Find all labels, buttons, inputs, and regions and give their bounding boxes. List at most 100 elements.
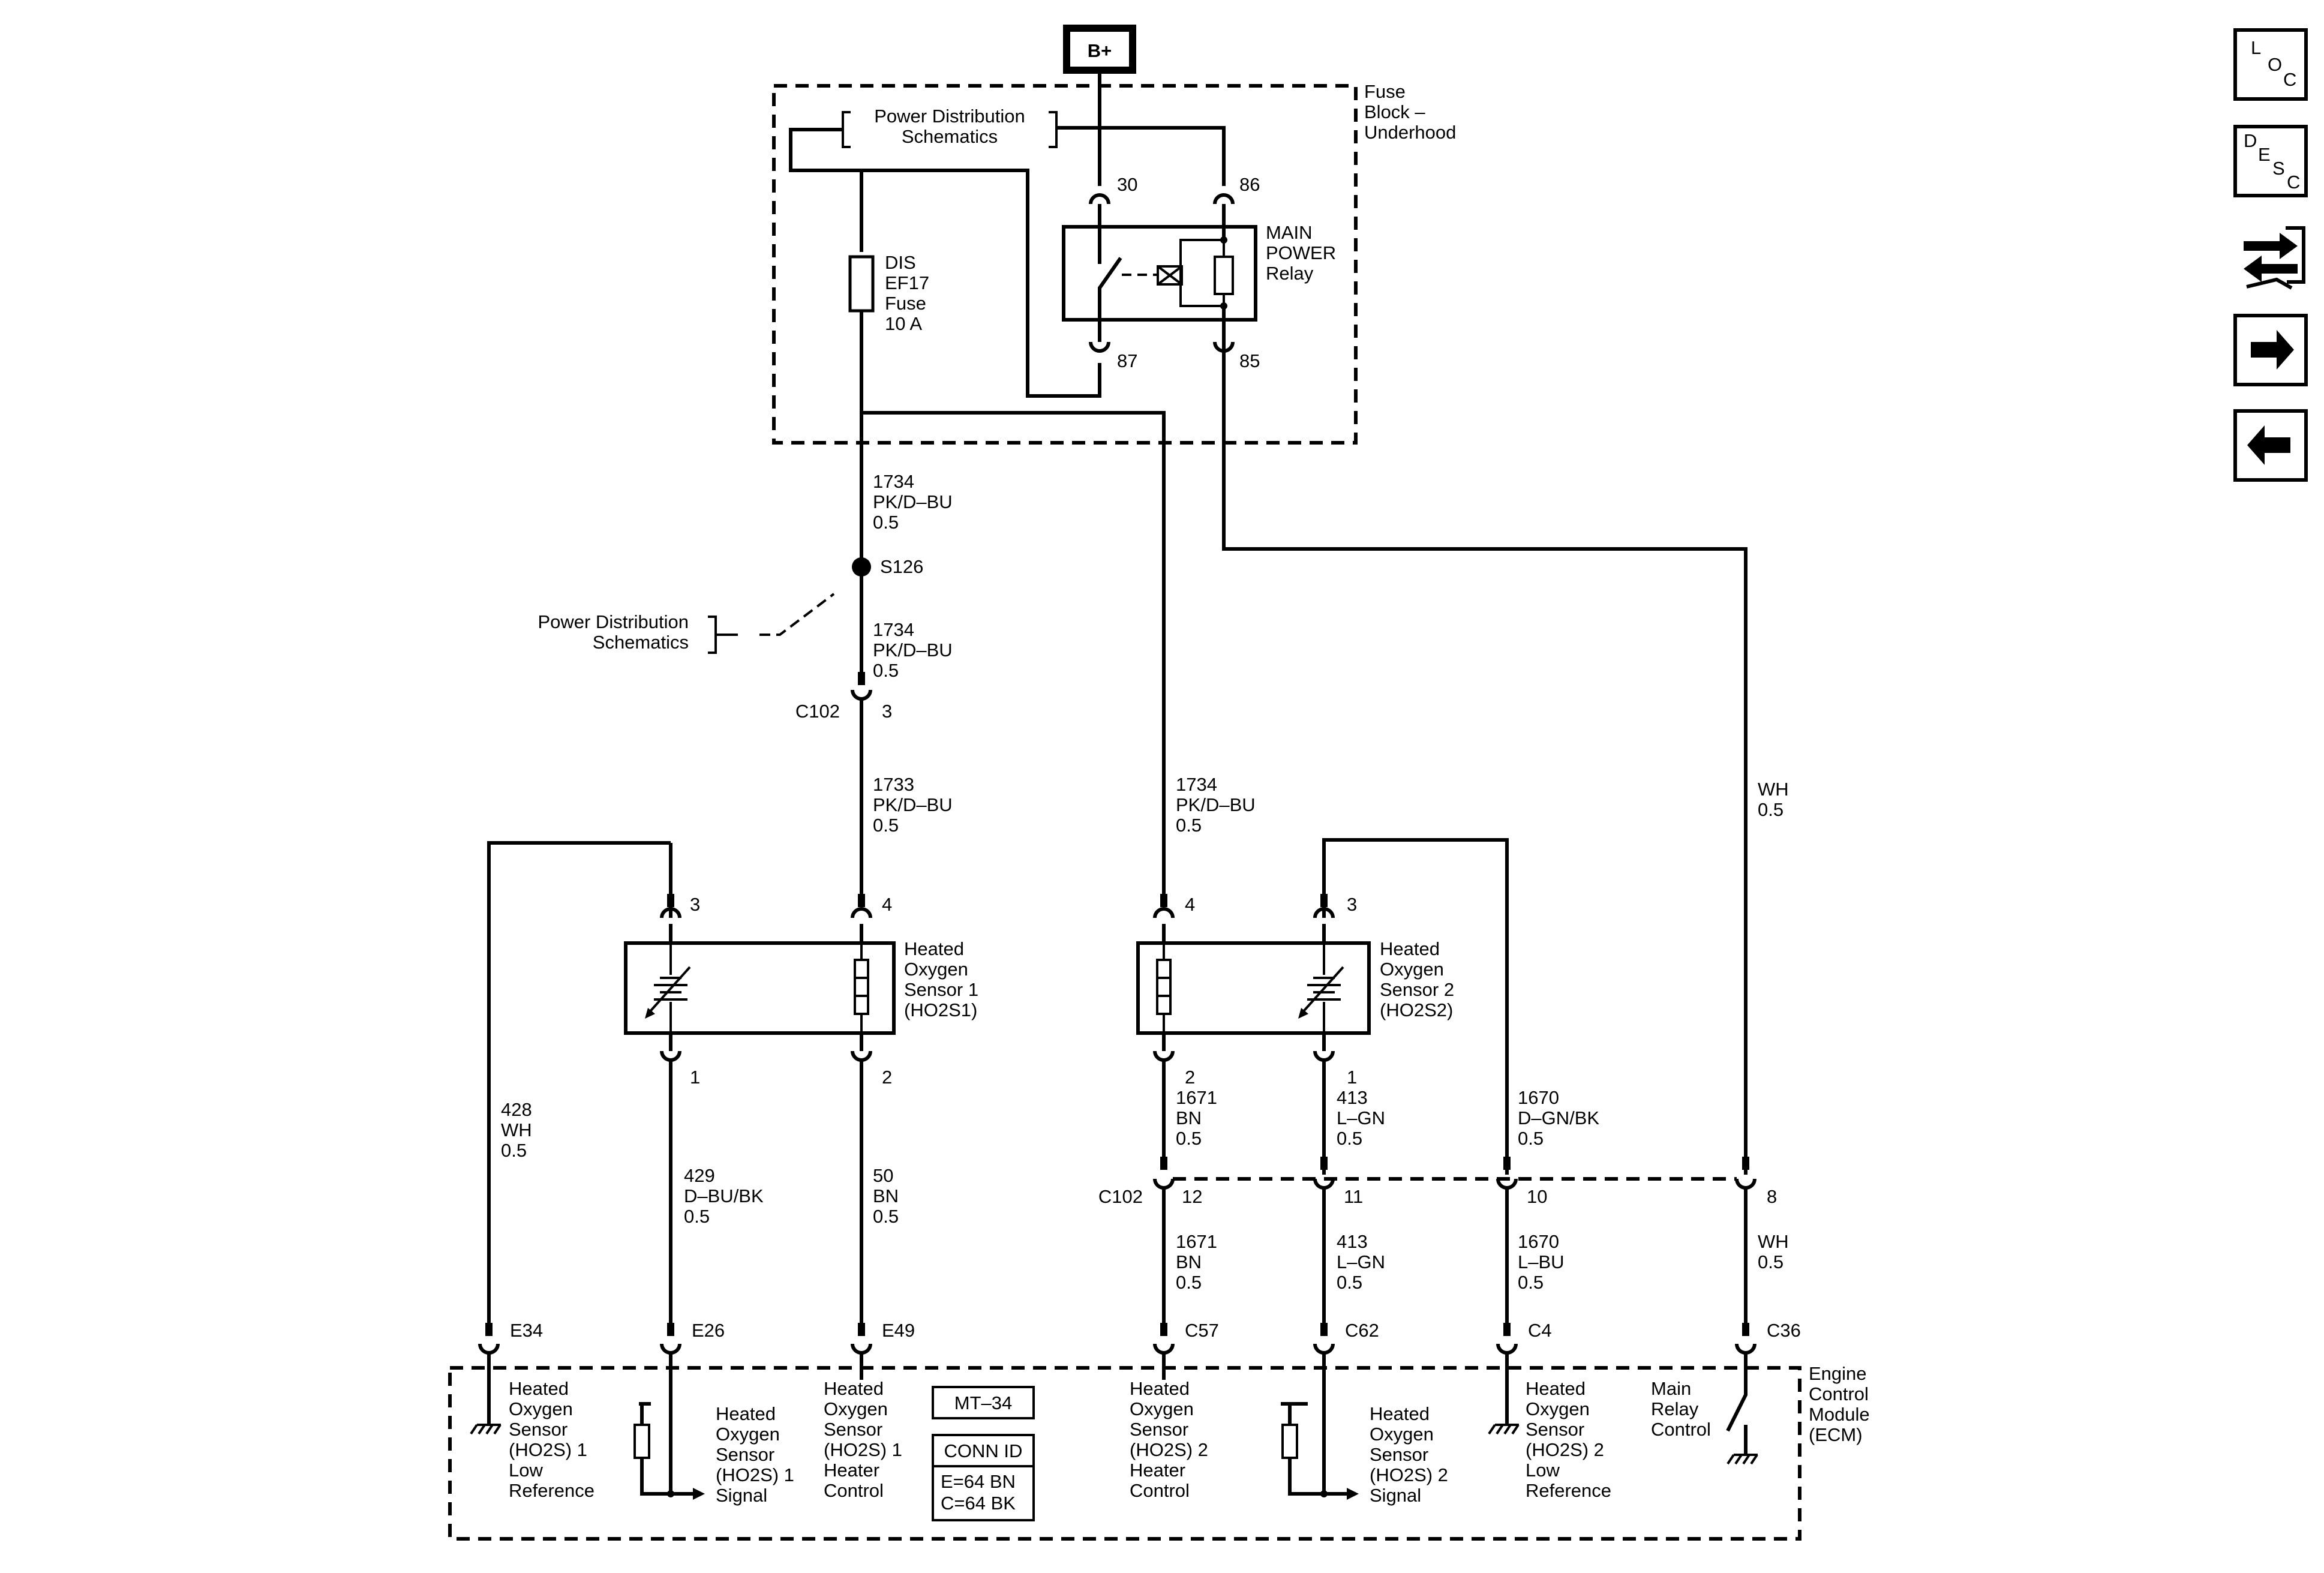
svg-text:C102: C102 <box>1098 1186 1143 1207</box>
svg-text:Signal: Signal <box>716 1485 767 1506</box>
svg-text:0.5: 0.5 <box>1518 1272 1544 1293</box>
loc-icon[interactable]: L O C <box>2233 28 2308 101</box>
svg-text:BN: BN <box>1176 1251 1202 1272</box>
svg-text:Relay: Relay <box>1651 1398 1699 1419</box>
svg-text:413: 413 <box>1337 1231 1368 1252</box>
s2-pin-2: 2 <box>1185 1067 1195 1088</box>
svg-text:Oxygen: Oxygen <box>1526 1398 1590 1419</box>
svg-text:Main: Main <box>1651 1378 1691 1399</box>
svg-text:Low: Low <box>1526 1460 1560 1481</box>
svg-text:Reference: Reference <box>509 1480 594 1501</box>
engine-control-module: Engine Control Module (ECM) <box>448 1363 1870 1541</box>
conn-id-box: CONN ID E=64 BN C=64 BK <box>932 1434 1035 1521</box>
s1-pin-2: 2 <box>882 1067 892 1088</box>
svg-text:1670: 1670 <box>1518 1087 1559 1108</box>
svg-text:429: 429 <box>684 1165 715 1186</box>
svg-text:8: 8 <box>1767 1186 1777 1207</box>
svg-text:413: 413 <box>1337 1087 1368 1108</box>
svg-text:0.5: 0.5 <box>1518 1128 1544 1149</box>
svg-text:12: 12 <box>1182 1186 1202 1207</box>
back-arrow-icon[interactable] <box>2233 409 2308 482</box>
svg-text:(HO2S) 2: (HO2S) 2 <box>1526 1439 1604 1460</box>
heated-oxygen-sensor-2: 4 3 2 1 Heated Oxygen Sensor 2 (HO2S2) <box>1136 838 1509 1175</box>
svg-text:(HO2S) 2: (HO2S) 2 <box>1370 1464 1448 1485</box>
svg-text:Heater: Heater <box>824 1460 879 1481</box>
svg-text:EF17: EF17 <box>885 272 929 293</box>
svg-text:Sensor: Sensor <box>716 1444 774 1465</box>
svg-text:C36: C36 <box>1767 1320 1801 1341</box>
pin-86: 86 <box>1239 174 1260 195</box>
svg-text:Heated: Heated <box>509 1378 569 1399</box>
connector-c102-bottom: C102 12 11 10 8 <box>1098 1157 1777 1207</box>
svg-text:0.5: 0.5 <box>684 1206 710 1227</box>
svg-text:Block –: Block – <box>1364 101 1425 122</box>
svg-text:Module: Module <box>1809 1404 1870 1425</box>
svg-text:Schematics: Schematics <box>593 632 689 653</box>
svg-text:1671: 1671 <box>1176 1231 1217 1252</box>
wire-1734-mid: 1734 PK/D–BU 0.5 <box>873 619 953 681</box>
svg-text:3: 3 <box>882 701 892 722</box>
svg-text:Underhood: Underhood <box>1364 122 1456 143</box>
svg-text:11: 11 <box>1344 1186 1363 1207</box>
svg-text:Control: Control <box>824 1480 884 1501</box>
svg-text:Heater: Heater <box>1130 1460 1185 1481</box>
svg-text:Relay: Relay <box>1266 263 1314 284</box>
ecm-function-labels: Heated Oxygen Sensor (HO2S) 1 Low Refere… <box>509 1378 1711 1506</box>
svg-text:Power Distribution: Power Distribution <box>874 106 1025 127</box>
svg-text:1734: 1734 <box>873 471 914 492</box>
svg-text:Oxygen: Oxygen <box>716 1424 780 1445</box>
svg-text:C57: C57 <box>1185 1320 1219 1341</box>
splice-s126: S126 <box>759 556 923 636</box>
svg-text:Oxygen: Oxygen <box>1370 1424 1434 1445</box>
svg-text:Heated: Heated <box>904 938 964 959</box>
svg-text:0.5: 0.5 <box>1176 1272 1202 1293</box>
svg-text:Engine: Engine <box>1809 1363 1867 1384</box>
svg-text:E49: E49 <box>882 1320 915 1341</box>
svg-text:L–BU: L–BU <box>1518 1251 1565 1272</box>
s2-pin-4: 4 <box>1185 894 1195 915</box>
svg-text:1670: 1670 <box>1518 1231 1559 1252</box>
ecm-pin-connectors: E34 E26 E49 C57 C62 C4 C36 <box>478 1175 1801 1355</box>
svg-text:Sensor: Sensor <box>509 1419 568 1440</box>
svg-text:10 A: 10 A <box>885 313 922 334</box>
svg-text:WH: WH <box>501 1119 532 1140</box>
desc-icon[interactable]: D E S C <box>2233 125 2308 197</box>
pin-30: 30 <box>1117 174 1137 195</box>
svg-text:50: 50 <box>873 1165 893 1186</box>
svg-text:Sensor: Sensor <box>1370 1444 1428 1465</box>
e26-function: Heated Oxygen Sensor (HO2S) 1 Signal <box>716 1403 794 1506</box>
svg-text:C62: C62 <box>1345 1320 1379 1341</box>
battery-terminal: B+ <box>1063 25 1136 74</box>
svg-text:C102: C102 <box>795 701 840 722</box>
svg-text:(HO2S2): (HO2S2) <box>1380 999 1453 1020</box>
power-distribution-ref-left[interactable]: Power Distribution Schematics <box>538 611 738 654</box>
pin-87: 87 <box>1117 350 1137 371</box>
svg-text:Fuse: Fuse <box>885 293 926 314</box>
mt-34-box: MT–34 <box>932 1386 1035 1419</box>
next-arrow-icon[interactable] <box>2233 314 2308 386</box>
wires-sensor2-to-c102: 1671 BN 0.5 413 L–GN 0.5 1670 D–GN/BK 0.… <box>1162 1060 1599 1175</box>
svg-text:Sensor: Sensor <box>824 1419 882 1440</box>
svg-text:Oxygen: Oxygen <box>1130 1398 1194 1419</box>
svg-text:(HO2S) 1: (HO2S) 1 <box>716 1464 794 1485</box>
c57-function: Heated Oxygen Sensor (HO2S) 2 Heater Con… <box>1130 1378 1208 1501</box>
svg-text:WH: WH <box>1758 779 1789 800</box>
svg-text:Schematics: Schematics <box>902 126 998 147</box>
s2-pin-3: 3 <box>1347 894 1357 915</box>
wire-1734-left: 1734 PK/D–BU 0.5 <box>860 413 953 681</box>
svg-text:D–GN/BK: D–GN/BK <box>1518 1107 1599 1128</box>
svg-text:PK/D–BU: PK/D–BU <box>873 491 953 512</box>
c36-function: Main Relay Control <box>1651 1378 1711 1440</box>
svg-text:CONN ID: CONN ID <box>944 1440 1023 1461</box>
svg-text:E=64 BN: E=64 BN <box>941 1471 1016 1492</box>
svg-text:0.5: 0.5 <box>873 1206 899 1227</box>
svg-text:Power Distribution: Power Distribution <box>538 611 689 632</box>
svg-text:Oxygen: Oxygen <box>904 959 968 980</box>
svg-text:L: L <box>2251 37 2261 58</box>
power-distribution-ref-top[interactable]: Power Distribution Schematics <box>842 106 1058 148</box>
connector-c102-top: C102 3 <box>795 672 892 722</box>
s1-pin-3: 3 <box>690 894 700 915</box>
diagnostic-icon[interactable] <box>2244 226 2305 290</box>
svg-text:1671: 1671 <box>1176 1087 1217 1108</box>
svg-text:0.5: 0.5 <box>1337 1128 1362 1149</box>
